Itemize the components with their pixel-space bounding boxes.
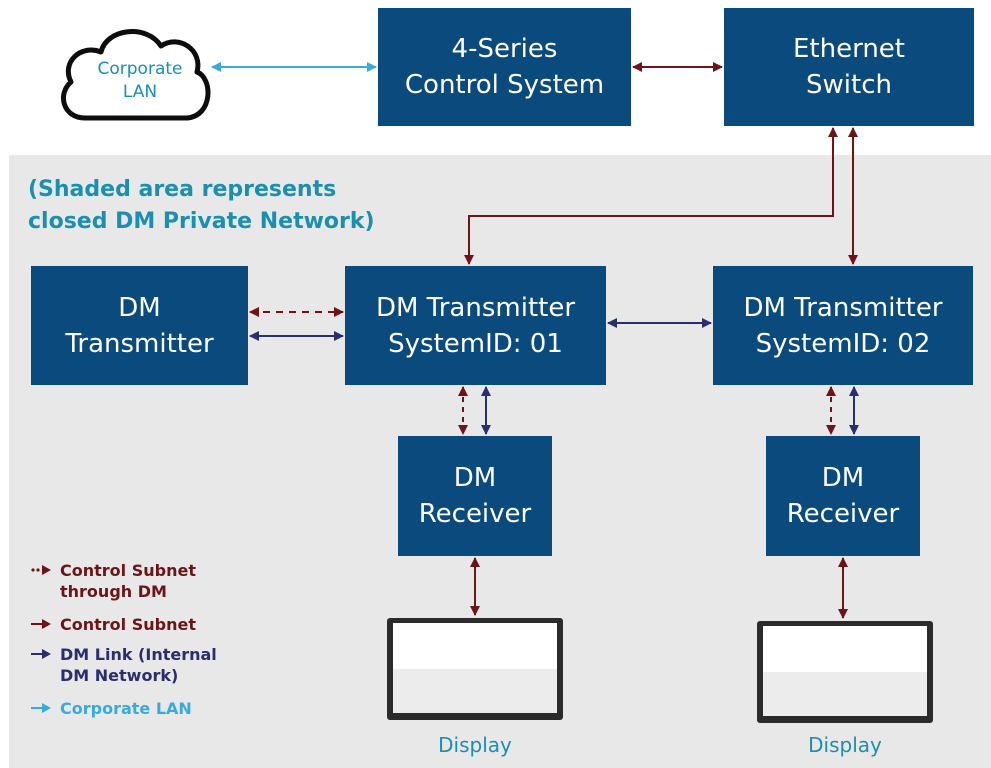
legend-control-subnet-line1: Control Subnet — [60, 615, 196, 634]
dotted-arrow-icon — [31, 565, 51, 575]
legend-control-subnet-through-dm-line1: Control Subnet — [60, 561, 196, 580]
cloud-label-line2: LAN — [122, 82, 158, 102]
dm-transmitter-line2: Transmitter — [65, 328, 214, 359]
control-system-line2: Control System — [404, 70, 605, 100]
legend-corporate-lan: Corporate LAN — [31, 698, 192, 719]
note-line1: (Shaded area represents — [28, 177, 337, 202]
dm-transmitter-02-line1: DM Transmitter — [743, 292, 943, 323]
dm-receiver-2-box: DM Receiver — [766, 436, 920, 556]
note-line2: closed DM Private Network) — [28, 209, 375, 234]
shaded-area-note: (Shaded area represents closed DM Privat… — [28, 174, 375, 238]
legend-control-subnet-through-dm: Control Subnet through DM — [31, 560, 196, 602]
link-switch-to-transmitter-01 — [464, 127, 838, 265]
arrow-icon — [31, 703, 51, 713]
control-system-line1: 4-Series — [451, 34, 558, 64]
legend-control-subnet: Control Subnet — [31, 614, 196, 635]
ethernet-switch-box: Ethernet Switch — [724, 8, 974, 126]
display-2-icon — [757, 621, 933, 723]
legend-dm-link-line1: DM Link (Internal — [60, 645, 217, 664]
dm-receiver-2-line2: Receiver — [786, 499, 900, 529]
cloud-label: Corporate LAN — [70, 58, 210, 104]
arrow-icon — [31, 619, 51, 629]
arrow-icon — [31, 649, 51, 659]
dm-transmitter-02-line2: SystemID: 02 — [755, 328, 931, 359]
dm-receiver-2-line1: DM — [821, 463, 865, 493]
legend-dm-link: DM Link (Internal DM Network) — [31, 644, 217, 686]
dm-receiver-1-line2: Receiver — [418, 499, 532, 529]
display-1-label: Display — [438, 733, 512, 757]
cloud-label-line1: Corporate — [97, 59, 183, 79]
dm-transmitter-01-line2: SystemID: 01 — [388, 328, 563, 359]
control-system-box: 4-Series Control System — [378, 8, 631, 126]
legend-control-subnet-through-dm-line2: through DM — [60, 582, 167, 601]
dm-transmitter-01-box: DM Transmitter SystemID: 01 — [345, 266, 606, 385]
dm-transmitter-line1: DM — [118, 292, 161, 323]
cloud-icon — [61, 29, 211, 121]
legend-dm-link-line2: DM Network) — [60, 666, 179, 685]
dm-transmitter-box: DM Transmitter — [31, 266, 248, 385]
dm-receiver-1-box: DM Receiver — [398, 436, 552, 556]
dm-transmitter-01-line1: DM Transmitter — [375, 292, 576, 323]
ethernet-switch-line1: Ethernet — [793, 34, 905, 64]
display-1-icon — [387, 618, 563, 720]
legend-corporate-lan-line1: Corporate LAN — [60, 699, 192, 718]
dm-transmitter-02-box: DM Transmitter SystemID: 02 — [713, 266, 973, 385]
dm-receiver-1-line1: DM — [453, 463, 497, 493]
display-2-label: Display — [808, 733, 882, 757]
ethernet-switch-line2: Switch — [806, 70, 892, 100]
